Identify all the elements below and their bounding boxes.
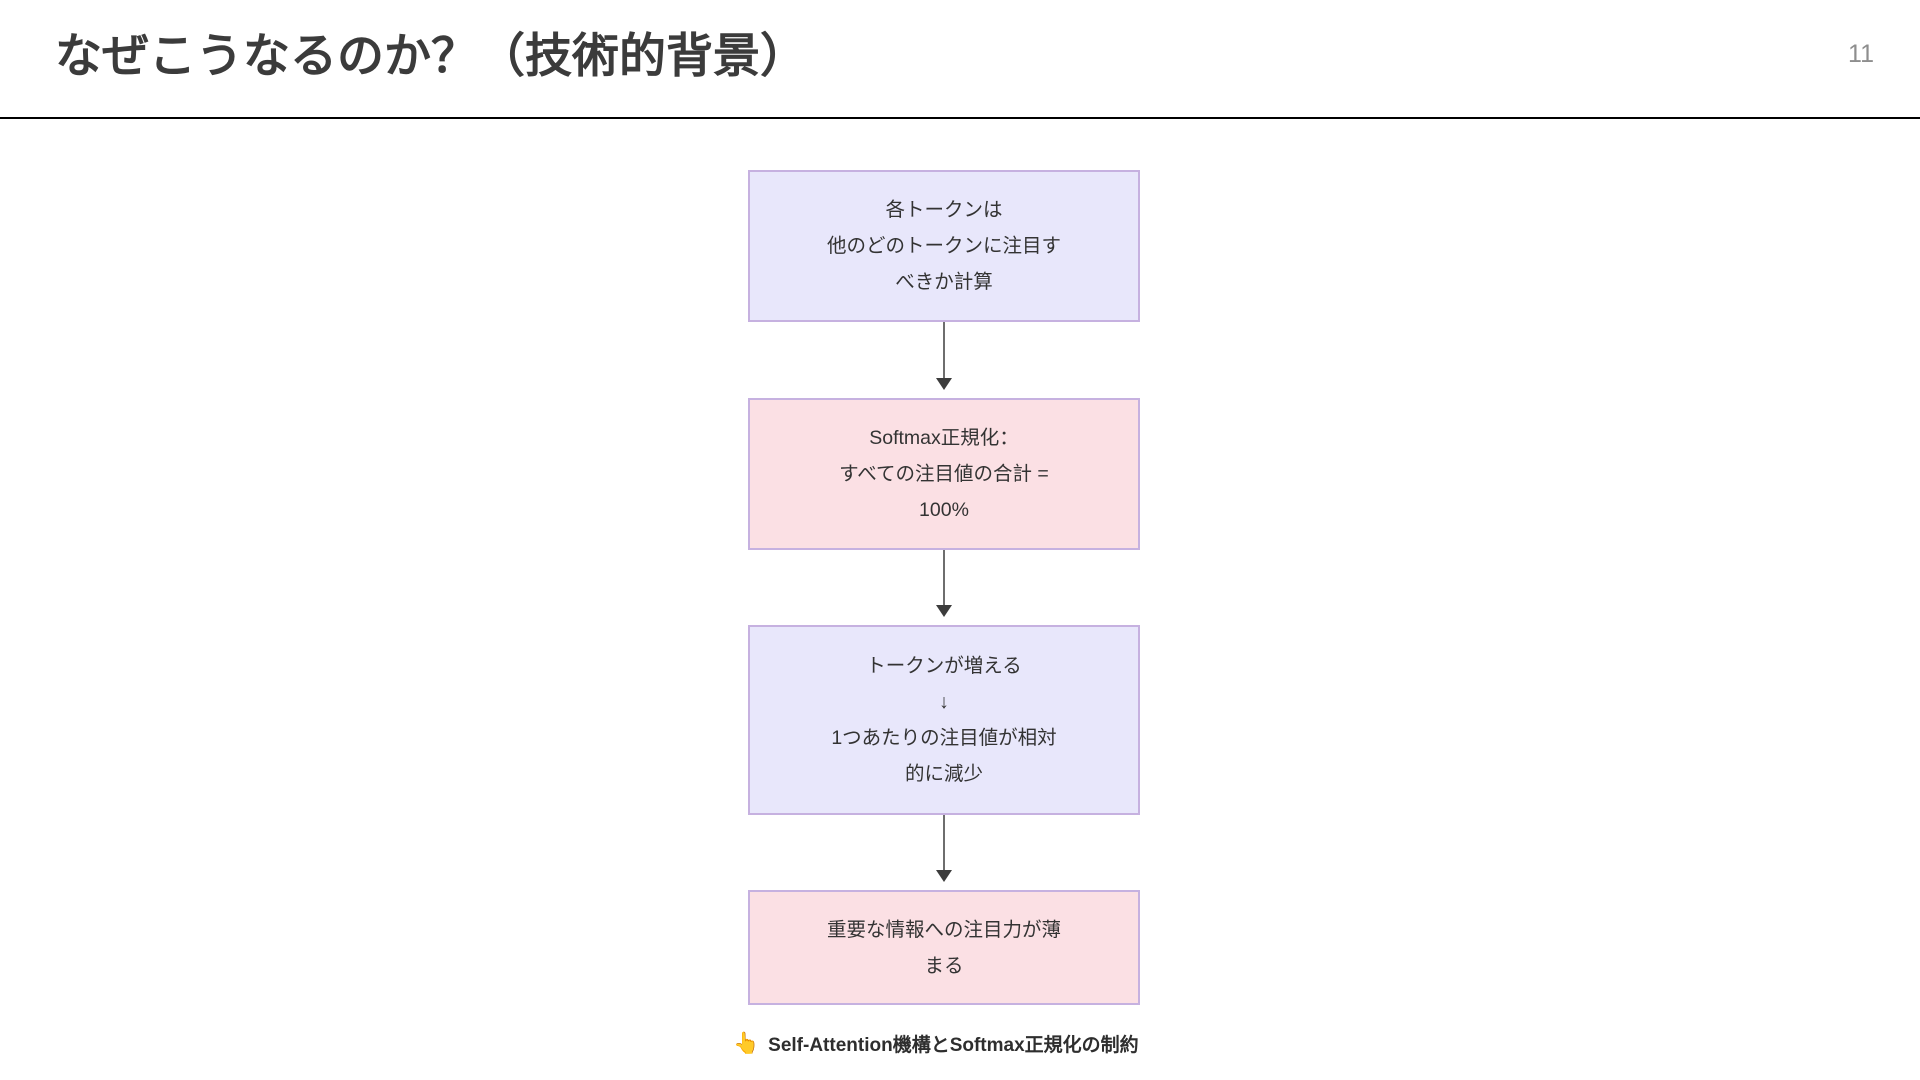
flow-node-attention-calculation: 各トークンは 他のどのトークンに注目す べきか計算 [748, 170, 1140, 322]
slide-header: なぜこうなるのか？（技術的背景） 11 [0, 0, 1920, 119]
caption-text: Self-Attention機構とSoftmax正規化の制約 [768, 1035, 1139, 1056]
flow-node-attention-dilution: 重要な情報への注目力が薄 まる [748, 890, 1140, 1005]
arrowhead-icon-2 [936, 605, 952, 617]
page-number: 11 [1848, 40, 1874, 68]
connector-line-3 [943, 815, 945, 874]
flow-node-label: トークンが増える ↓ 1つあたりの注目値が相対 的に減少 [831, 655, 1057, 785]
flow-node-label: 重要な情報への注目力が薄 まる [826, 918, 1061, 977]
diagram-caption: 👆 Self-Attention機構とSoftmax正規化の制約 [733, 1030, 1139, 1057]
connector-line-1 [943, 322, 945, 382]
arrowhead-icon-3 [936, 870, 952, 882]
point-up-hand-icon: 👆 [733, 1032, 760, 1055]
flow-node-label: Softmax正規化： すべての注目値の合計 = 100% [839, 427, 1049, 521]
arrowhead-icon-1 [936, 378, 952, 390]
page-title: なぜこうなるのか？（技術的背景） [55, 29, 807, 82]
connector-line-2 [943, 550, 945, 609]
flow-node-token-increase: トークンが増える ↓ 1つあたりの注目値が相対 的に減少 [748, 625, 1140, 815]
flow-node-label: 各トークンは 他のどのトークンに注目す べきか計算 [826, 199, 1061, 293]
flow-node-softmax-normalization: Softmax正規化： すべての注目値の合計 = 100% [748, 398, 1140, 550]
